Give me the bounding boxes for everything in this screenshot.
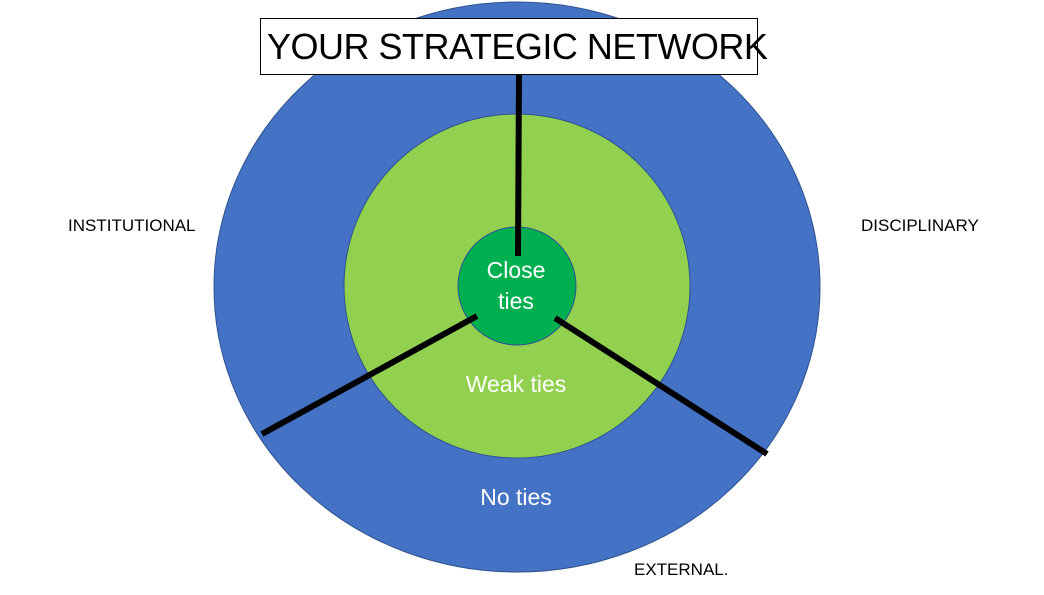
divider-line-right xyxy=(553,315,769,457)
page-title: YOUR STRATEGIC NETWORK xyxy=(260,18,768,75)
divider-line-top xyxy=(515,69,522,257)
sector-label-institutional: INSTITUTIONAL xyxy=(68,216,196,235)
middle-ring-label: Weak ties xyxy=(466,371,567,397)
sector-label-disciplinary: DISCIPLINARY xyxy=(861,216,979,235)
inner-circle-label-line1: Close xyxy=(487,257,546,283)
divider-line-left xyxy=(260,313,479,437)
outer-ring-label: No ties xyxy=(480,484,552,510)
inner-circle-label-line2: ties xyxy=(498,288,534,314)
sector-label-external: EXTERNAL. xyxy=(634,560,729,579)
